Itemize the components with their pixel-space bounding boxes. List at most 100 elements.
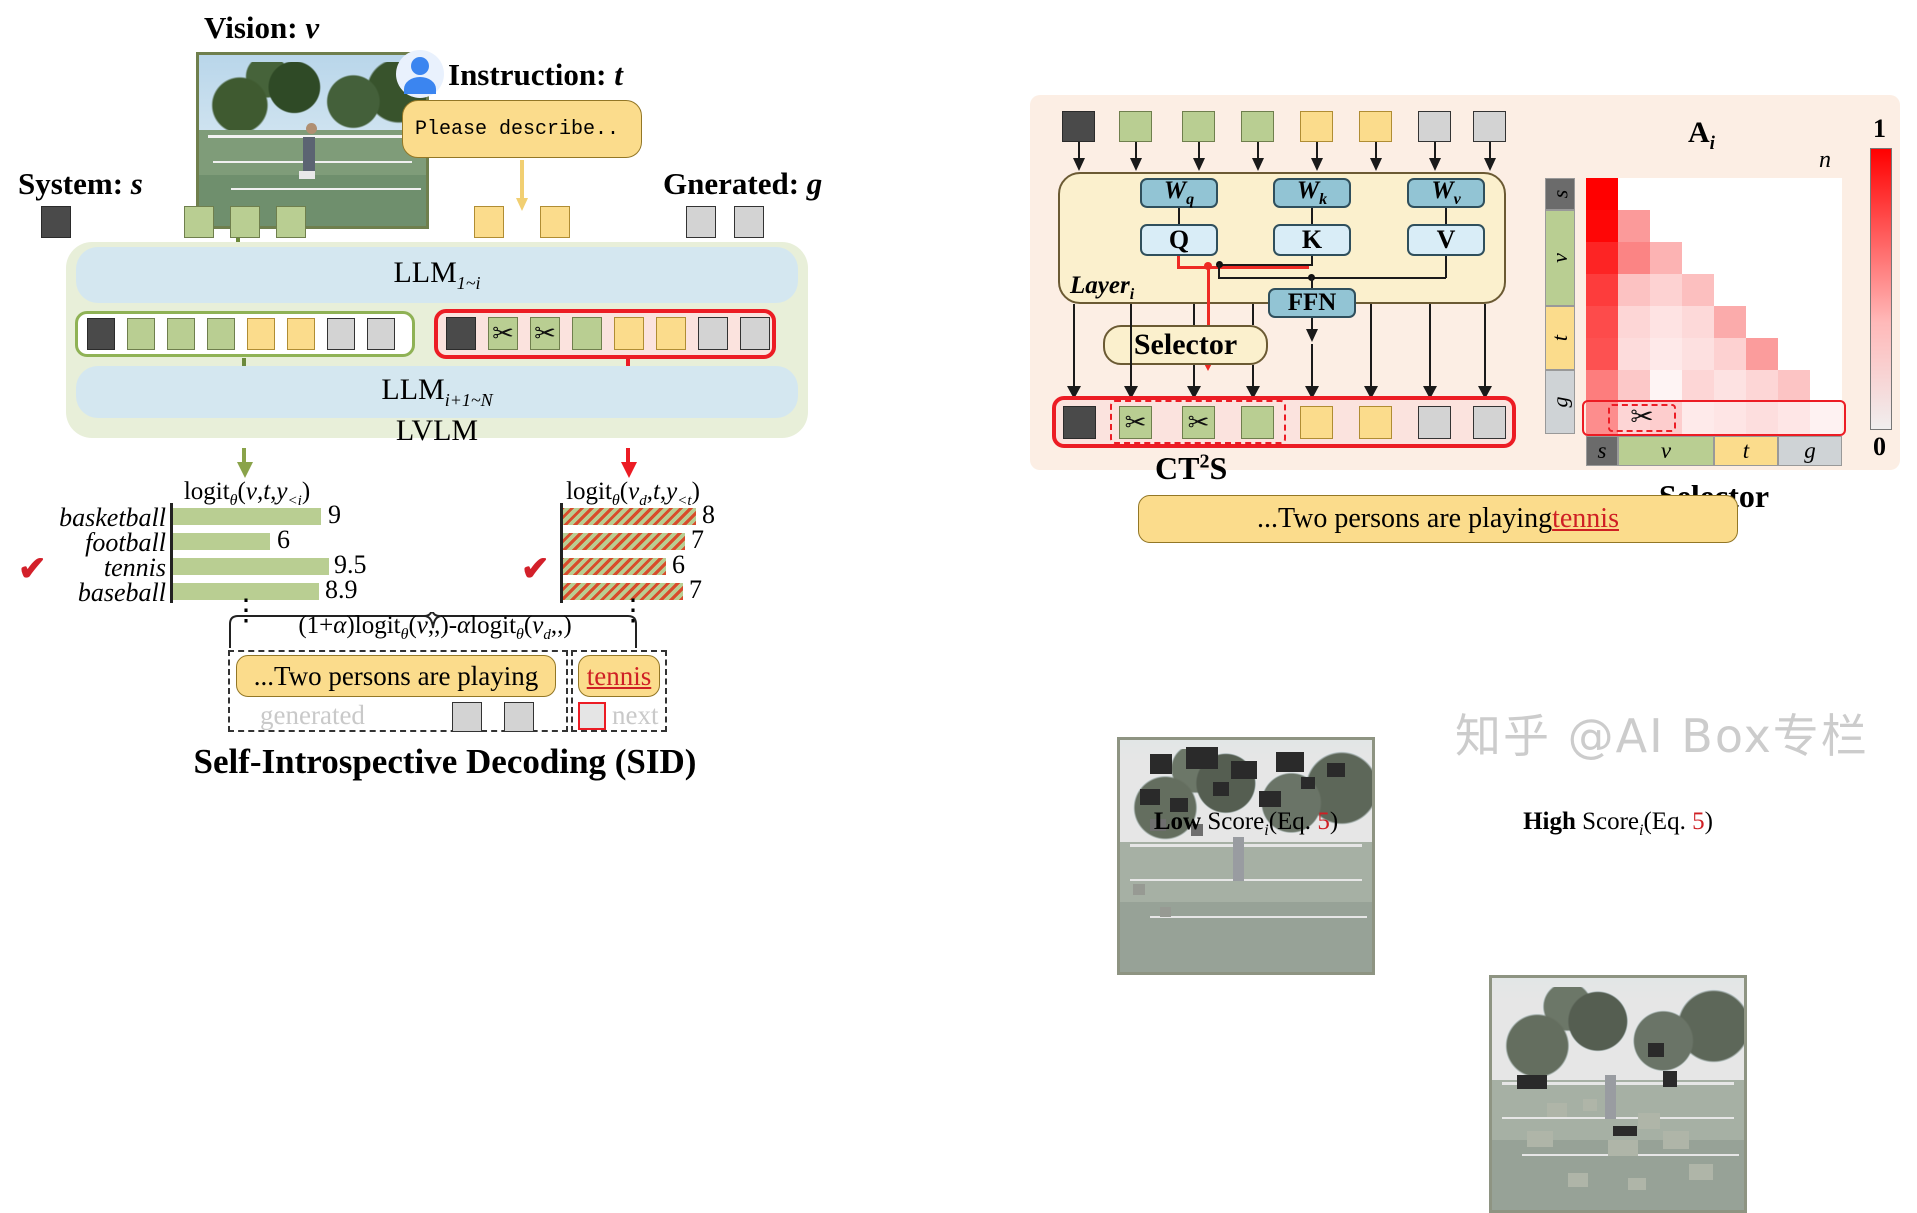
attention-cut-region — [1608, 404, 1676, 432]
instruction-bubble[interactable]: Please describe.. — [402, 100, 642, 158]
ct2s-cut-region — [1110, 400, 1286, 444]
ct2s-in-arrow-1 — [1130, 142, 1142, 172]
matrix-col-label-v: v — [1618, 436, 1714, 466]
system-label: System: s — [18, 166, 143, 201]
matrix-row-label-v: v — [1545, 210, 1575, 306]
token-generated-out-1 — [452, 702, 482, 732]
high-score-photo — [1489, 975, 1747, 1213]
left-chart-axis — [170, 503, 173, 603]
left-chart-category-2: tennis — [103, 553, 166, 582]
token-v-dist-cut-1: ✂ — [488, 317, 518, 350]
matrix-col-label-t: t — [1714, 436, 1778, 466]
instruction-label: Instruction: t — [448, 57, 623, 92]
ct2s-caption: CT2S — [1155, 450, 1228, 486]
right-chart-bar-1 — [563, 533, 685, 550]
matrix-col-label-s: s — [1586, 436, 1618, 466]
token-generated-out-2 — [504, 702, 534, 732]
vision-photo — [196, 52, 429, 229]
output-text-bubble: ...Two persons are playing — [236, 655, 556, 697]
left-chart-value-3: 8.9 — [325, 575, 358, 604]
matrix-n-label: n — [1819, 147, 1831, 173]
left-chart-category-1: football — [85, 528, 166, 557]
logit-right-arrow — [621, 448, 637, 480]
sid-formula: (1+α)logitθ(v,,)-αlogitθ(vd,,) — [298, 612, 572, 643]
left-chart-category-0: basketball — [59, 503, 166, 532]
token-v-clean-3 — [207, 318, 235, 350]
left-chart-bar-2 — [173, 558, 329, 575]
logit-right-formula: logitθ(vd,t,y<t) — [566, 478, 700, 509]
vision-label: Vision: v — [204, 10, 320, 45]
ct2s-input-token-t2 — [1359, 111, 1392, 142]
token-v-dist-1 — [572, 317, 602, 350]
right-chart-value-1: 7 — [691, 525, 704, 554]
matrix-title-sub: i — [1709, 133, 1715, 154]
token-v-dist-cut-2: ✂ — [530, 317, 560, 350]
right-chart-value-3: 7 — [689, 575, 702, 604]
ct2s-input-token-v1 — [1119, 111, 1152, 142]
ffn-out-arrow — [1306, 318, 1318, 344]
token-s-clean — [87, 318, 115, 350]
token-vision-top-1 — [184, 206, 214, 238]
wq-box: Wq — [1140, 177, 1218, 208]
token-text-top-2 — [540, 206, 570, 238]
sid-title: Self-Introspective Decoding (SID) — [193, 742, 697, 781]
token-v-clean-1 — [127, 318, 155, 350]
layer-sub: i — [1129, 286, 1135, 303]
token-g-clean-2 — [367, 318, 395, 350]
left-chart-bar-3 — [173, 583, 319, 600]
token-t-clean-2 — [287, 318, 315, 350]
token-t-dist-1 — [614, 317, 644, 350]
ct2s-out-token-g2 — [1473, 406, 1506, 439]
token-system-top — [41, 206, 71, 238]
ct2s-out-token-g1 — [1418, 406, 1451, 439]
output-next-word: tennis — [586, 660, 652, 691]
wv-box: Wv — [1407, 177, 1485, 208]
ct2s-input-token-v3 — [1241, 111, 1274, 142]
attention-heatmap — [1586, 178, 1842, 434]
ct2s-input-token-g1 — [1418, 111, 1451, 142]
token-vision-top-2 — [230, 206, 260, 238]
left-chart-bar-1 — [173, 533, 270, 550]
wk-label: Wk — [1296, 177, 1328, 208]
token-next-out — [578, 702, 606, 730]
token-g-dist-2 — [740, 317, 770, 350]
logit-left-formula: logitθ(v,t,y<i) — [183, 478, 311, 509]
token-vision-top-3 — [276, 206, 306, 238]
ct2s-input-token-s — [1062, 111, 1095, 142]
high-score-caption: High Scorei(Eq. 5) — [1523, 808, 1713, 839]
ct2s-in-arrow-7 — [1484, 142, 1496, 172]
v-box: V — [1407, 224, 1485, 256]
combination-brace — [229, 612, 637, 648]
left-chart-check: ✔ — [18, 551, 47, 588]
ffn-label: FFN — [1287, 289, 1337, 316]
instruction-text: Please describe.. — [415, 117, 620, 141]
logit-left-arrow — [237, 448, 253, 480]
right-chart-value-2: 6 — [672, 550, 685, 579]
matrix-row-label-t: t — [1545, 306, 1575, 370]
low-score-caption: Low Scorei(Eq. 5) — [1153, 808, 1339, 839]
matrix-row-label-g: g — [1545, 370, 1575, 434]
generated-label: Gnerated: g — [663, 166, 823, 201]
token-t-clean-1 — [247, 318, 275, 350]
left-chart-bar-0 — [173, 508, 321, 525]
low-score-photo — [1117, 737, 1375, 975]
output-text: ...Two persons are playing — [253, 660, 539, 691]
selector-box[interactable]: Selector — [1103, 325, 1268, 365]
instruction-to-token-arrow — [516, 160, 528, 212]
ct2s-out-token-v — [1241, 406, 1274, 439]
k-label: K — [1301, 225, 1323, 254]
token-v-clean-2 — [167, 318, 195, 350]
ffn-box: FFN — [1268, 288, 1356, 318]
ct2s-out-token-t2 — [1359, 406, 1392, 439]
token-generated-top-1 — [686, 206, 716, 238]
token-g-clean-1 — [327, 318, 355, 350]
right-chart-bar-0 — [563, 508, 696, 525]
token-generated-top-2 — [734, 206, 764, 238]
colorbar-max-label: 1 — [1873, 114, 1886, 143]
lvlm-label: LVLM — [395, 414, 479, 447]
ct2s-in-arrow-3 — [1252, 142, 1264, 172]
matrix-col-label-g: g — [1778, 436, 1842, 466]
layer-label: Layeri — [1070, 272, 1135, 303]
attention-last-row-highlight — [1582, 400, 1846, 436]
colorbar — [1870, 148, 1892, 430]
